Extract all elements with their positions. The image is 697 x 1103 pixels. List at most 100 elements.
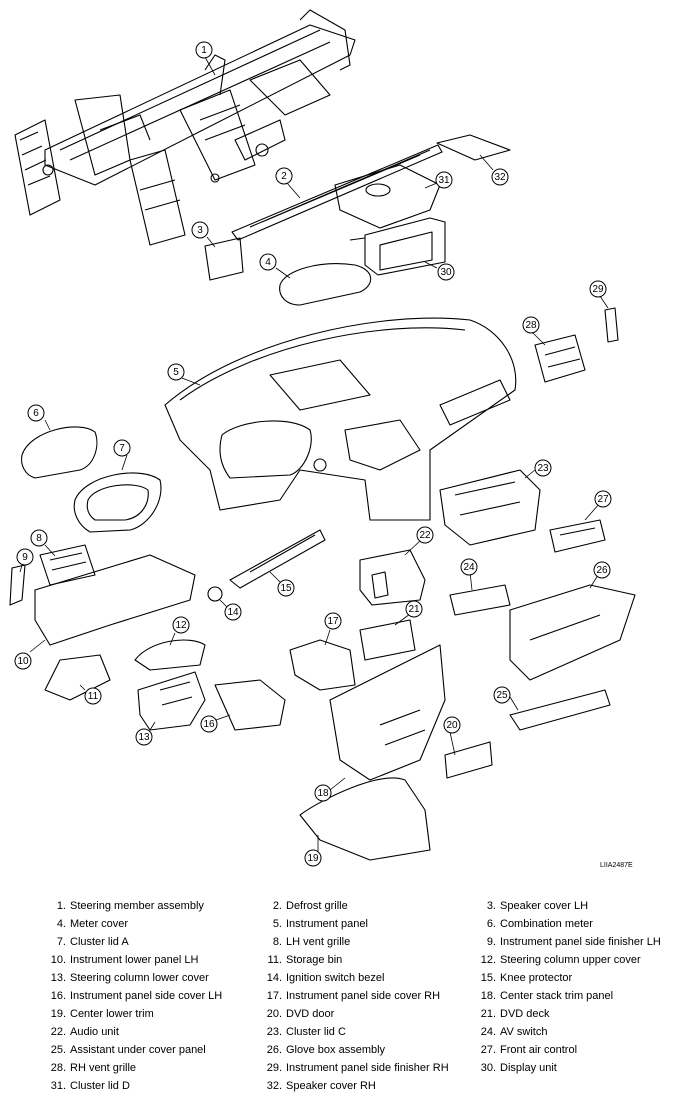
legend-number: 26. — [266, 1044, 282, 1056]
callout-3: 3 — [191, 221, 209, 239]
callout-9: 9 — [16, 548, 34, 566]
legend-number: 6. — [486, 918, 496, 930]
callout-circle — [594, 490, 612, 508]
legend-label: Knee protector — [500, 972, 573, 984]
callout-29: 29 — [589, 280, 607, 298]
callout-4: 4 — [259, 253, 277, 271]
callout-circle — [277, 579, 295, 597]
legend-label: RH vent grille — [70, 1062, 137, 1074]
knee-protector-drawing — [229, 529, 326, 589]
side-finisher-lh-drawing — [9, 564, 26, 606]
center-stack-trim-panel-drawing — [329, 644, 446, 781]
glove-box-assembly-drawing — [509, 584, 636, 681]
leader-lines — [19, 56, 609, 852]
legend-number: 27. — [480, 1044, 496, 1056]
callout-15: 15 — [277, 579, 295, 597]
callout-number: 16 — [203, 719, 215, 730]
callout-number: 2 — [281, 171, 287, 182]
legend-label: Speaker cover RH — [286, 1080, 376, 1092]
callout-circle — [167, 363, 185, 381]
callout-number: 7 — [119, 443, 125, 454]
steering-column-lower-cover-drawing — [137, 671, 206, 731]
legend-number: 25. — [50, 1044, 66, 1056]
callout-circle — [491, 168, 509, 186]
instrument-lower-panel-lh-drawing — [34, 554, 196, 646]
legend-number: 9. — [486, 936, 496, 948]
rh-vent-grille-drawing — [534, 334, 586, 383]
callout-circle — [16, 548, 34, 566]
callout-number: 14 — [227, 607, 239, 618]
legend-number: 13. — [50, 972, 66, 984]
callout-group: 1234567891011121314151617181920212223242… — [14, 41, 612, 867]
callout-circle — [416, 526, 434, 544]
side-finisher-rh-drawing — [604, 307, 619, 343]
legend-number: 24. — [480, 1026, 496, 1038]
callout-number: 8 — [36, 533, 42, 544]
legend-label: Assistant under cover panel — [70, 1044, 206, 1056]
legend-number: 16. — [50, 990, 66, 1002]
callout-circle — [435, 171, 453, 189]
callout-number: 25 — [496, 690, 508, 701]
dvd-door-drawing — [444, 741, 493, 779]
lh-vent-grille-drawing — [39, 544, 96, 586]
callout-number: 17 — [327, 616, 339, 627]
callout-circle — [522, 316, 540, 334]
legend-label: Instrument lower panel LH — [70, 954, 199, 966]
callout-circle — [593, 561, 611, 579]
combination-meter-drawing — [21, 426, 98, 479]
legend-number: 30. — [480, 1062, 496, 1074]
callout-12: 12 — [172, 616, 190, 634]
legend-number: 4. — [56, 918, 66, 930]
speaker-cover-lh-drawing — [204, 237, 244, 281]
callout-number: 19 — [307, 853, 319, 864]
legend-number: 11. — [267, 954, 282, 966]
callout-31: 31 — [435, 171, 453, 189]
legend-number: 15. — [480, 972, 496, 984]
legend-label: Instrument panel side cover RH — [286, 990, 441, 1002]
callout-25: 25 — [493, 686, 511, 704]
callout-circle — [113, 439, 131, 457]
callout-circle — [405, 600, 423, 618]
callout-17: 17 — [324, 612, 342, 630]
callout-number: 12 — [175, 620, 187, 631]
legend-label: Glove box assembly — [286, 1044, 386, 1056]
storage-bin-drawing — [44, 654, 111, 701]
callout-2: 2 — [275, 167, 293, 185]
legend-number: 28. — [50, 1062, 66, 1074]
dvd-deck-drawing — [359, 619, 416, 661]
steering-member-assembly-drawing — [14, 9, 356, 246]
callout-number: 24 — [463, 562, 475, 573]
callout-24: 24 — [460, 558, 478, 576]
callout-circle — [200, 715, 218, 733]
cluster-lid-a-drawing — [73, 472, 162, 533]
callout-circle — [534, 459, 552, 477]
callout-14: 14 — [224, 603, 242, 621]
legend-label: Steering column lower cover — [70, 972, 209, 984]
callout-number: 13 — [138, 732, 150, 743]
callout-18: 18 — [314, 784, 332, 802]
display-unit-drawing — [349, 217, 446, 276]
callout-27: 27 — [594, 490, 612, 508]
legend-number: 18. — [480, 990, 496, 1002]
callout-number: 6 — [33, 408, 39, 419]
callout-circle — [314, 784, 332, 802]
callout-number: 5 — [173, 367, 179, 378]
legend-number: 29. — [266, 1062, 282, 1074]
callout-circle — [195, 41, 213, 59]
callout-7: 7 — [113, 439, 131, 457]
callout-8: 8 — [30, 529, 48, 547]
av-switch-drawing — [449, 584, 511, 616]
callout-32: 32 — [491, 168, 509, 186]
callout-circle — [304, 849, 322, 867]
legend-label: Cluster lid A — [70, 936, 129, 948]
callout-circle — [275, 167, 293, 185]
callout-number: 22 — [419, 530, 431, 541]
callout-number: 9 — [22, 552, 28, 563]
legend-label: DVD door — [286, 1008, 335, 1020]
legend-label: Defrost grille — [286, 900, 348, 912]
callout-1: 1 — [195, 41, 213, 59]
callout-circle — [172, 616, 190, 634]
legend-number: 21. — [480, 1008, 496, 1020]
legend-number: 12. — [480, 954, 496, 966]
callout-number: 32 — [494, 172, 506, 183]
